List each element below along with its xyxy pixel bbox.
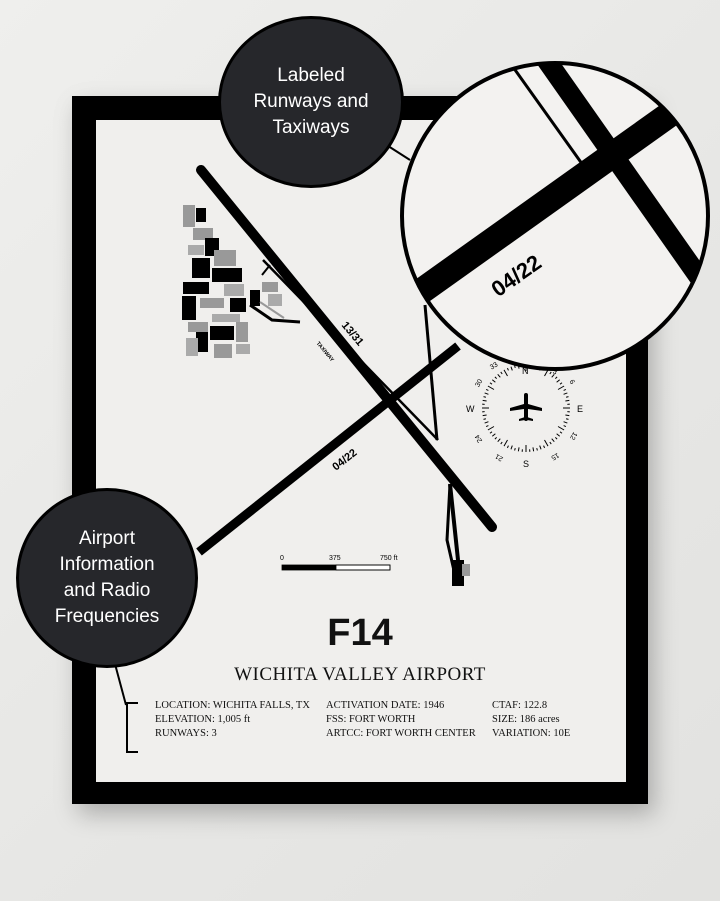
- compass-tick: [549, 441, 552, 445]
- info-elevation: ELEVATION: 1,005 ft: [155, 714, 251, 725]
- compass-tick: [506, 367, 509, 371]
- compass-tick: [497, 438, 501, 443]
- compass-tick: [565, 418, 569, 420]
- compass-tick: [554, 436, 558, 440]
- info-location: LOCATION: WICHITA FALLS, TX: [155, 700, 310, 711]
- compass-tick: [565, 414, 570, 417]
- airplane-icon: [510, 393, 542, 421]
- compass-tick: [517, 447, 520, 452]
- compass-e: E: [577, 404, 583, 414]
- compass-tick: [500, 441, 503, 445]
- info-size: SIZE: 186 acres: [492, 714, 560, 725]
- compass-tick-30: 30: [474, 378, 484, 388]
- taxiway-line: [262, 259, 439, 441]
- compass-tick: [557, 385, 565, 390]
- compass-tick: [556, 433, 561, 437]
- info-runways: RUNWAYS: 3: [155, 728, 217, 739]
- compass-tick-6: 6: [568, 379, 576, 386]
- compass-tick: [491, 379, 496, 383]
- scale-label-0: 0: [280, 555, 284, 562]
- compass-tick: [514, 447, 516, 451]
- compass-tick: [549, 371, 552, 375]
- callout-runways-taxiways: Labeled Runways and Taxiways: [218, 16, 404, 188]
- compass-tick-21: 21: [494, 452, 504, 462]
- compass-tick: [557, 426, 565, 431]
- compass-tick: [556, 379, 561, 383]
- zoom-circle: 04/22: [400, 61, 710, 371]
- compass-tick: [500, 371, 503, 375]
- scale-label-750: 750 ft: [380, 555, 398, 562]
- compass-tick: [554, 376, 558, 380]
- compass-tick: [494, 376, 498, 380]
- compass-tick: [559, 382, 563, 385]
- info-column-1: LOCATION: WICHITA FALLS, TX ELEVATION: 1…: [155, 699, 310, 741]
- compass-tick: [563, 421, 568, 424]
- compass-tick: [482, 399, 487, 402]
- compass-n: N: [522, 366, 529, 376]
- compass-tick: [532, 447, 535, 452]
- compass-tick: [489, 382, 493, 385]
- compass-tick: [539, 445, 542, 450]
- compass-tick: [563, 425, 567, 428]
- runway-13-31: [196, 165, 497, 532]
- info-fss: FSS: FORT WORTH: [326, 714, 416, 725]
- compass-tick: [494, 436, 498, 440]
- info-artcc: ARTCC: FORT WORTH CENTER: [326, 728, 476, 739]
- info-variation: VARIATION: 10E: [492, 728, 571, 739]
- compass-tick: [484, 392, 489, 395]
- compass-tick: [551, 373, 555, 378]
- compass-tick-12: 12: [568, 431, 578, 441]
- compass-tick: [503, 439, 508, 447]
- callout-airport-info: Airport Information and Radio Frequencie…: [16, 488, 198, 668]
- compass-tick: [563, 388, 567, 391]
- compass-tick: [563, 392, 568, 395]
- airport-code: F14: [327, 612, 393, 654]
- info-ctaf: CTAF: 122.8: [492, 700, 548, 711]
- compass-tick: [506, 445, 509, 449]
- compass-tick: [510, 366, 513, 371]
- compass-tick: [491, 433, 496, 437]
- scale-label-375: 375: [329, 555, 341, 562]
- compass-s: S: [523, 459, 529, 469]
- compass-tick: [565, 399, 570, 402]
- info-activation: ACTIVATION DATE: 1946: [326, 700, 445, 711]
- compass-tick: [536, 447, 538, 451]
- airport-name: WICHITA VALLEY AIRPORT: [234, 664, 486, 685]
- compass-tick-33: 33: [489, 361, 499, 371]
- info-column-2: ACTIVATION DATE: 1946 FSS: FORT WORTH AR…: [326, 699, 476, 741]
- terminal-buildings: [182, 205, 301, 358]
- compass-tick: [484, 421, 489, 424]
- compass-tick: [565, 396, 569, 398]
- compass-tick-3: 3: [551, 368, 558, 376]
- compass-tick: [485, 425, 489, 428]
- compass-tick: [483, 396, 487, 398]
- compass-tick: [514, 365, 516, 369]
- compass-tick: [551, 438, 555, 443]
- compass-tick: [503, 369, 508, 377]
- compass-tick: [487, 426, 495, 431]
- info-bracket: [126, 702, 138, 753]
- compass-tick: [510, 445, 513, 450]
- compass-tick: [489, 431, 493, 434]
- compass-tick: [482, 414, 487, 417]
- compass-tick: [543, 445, 546, 449]
- runway-04-22: [196, 342, 461, 556]
- compass-tick: [544, 369, 549, 377]
- compass-tick-15: 15: [550, 451, 560, 461]
- compass-tick: [487, 385, 495, 390]
- compass-tick-24: 24: [474, 433, 484, 443]
- compass-tick: [544, 439, 549, 447]
- compass-w: W: [466, 404, 475, 414]
- compass-tick: [485, 388, 489, 391]
- info-column-3: CTAF: 122.8 SIZE: 186 acres VARIATION: 1…: [492, 699, 570, 741]
- compass-tick: [559, 431, 563, 434]
- compass-tick: [483, 418, 487, 420]
- compass-tick: [497, 373, 501, 378]
